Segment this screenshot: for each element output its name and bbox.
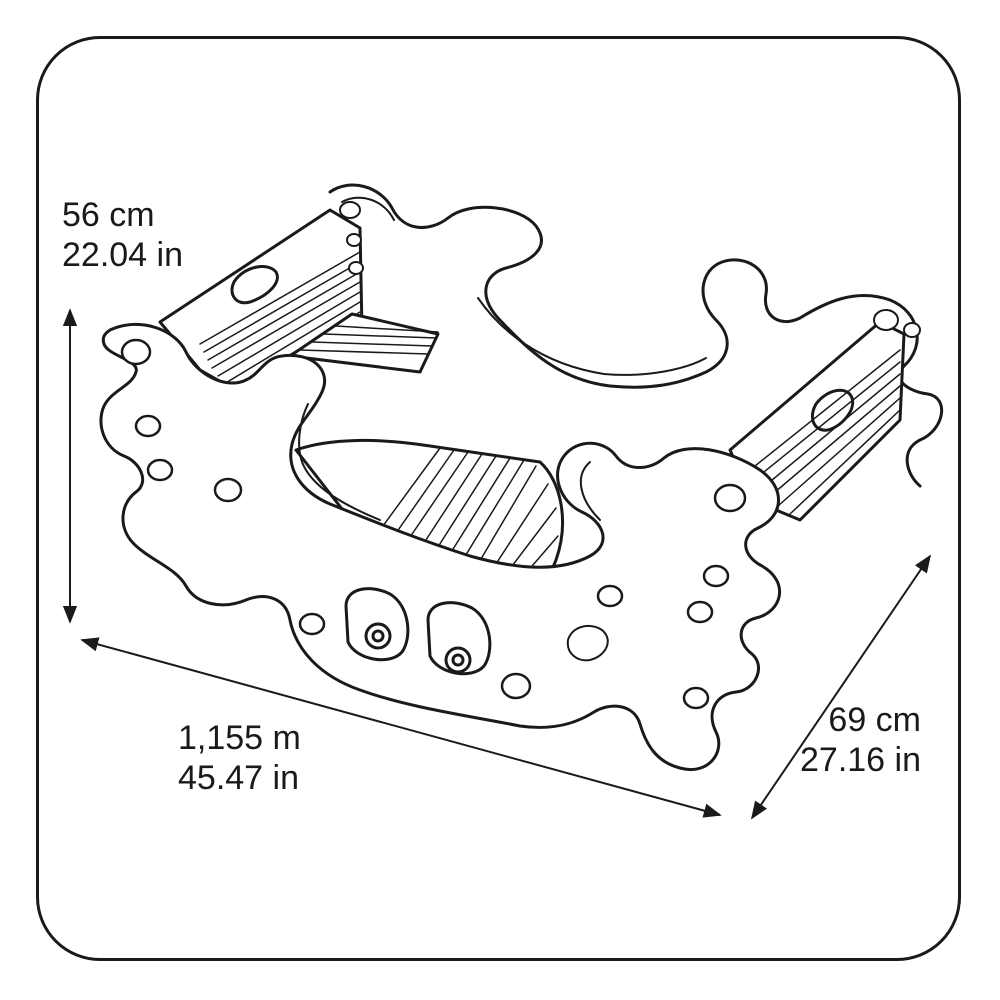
back-panel-edge: [341, 196, 707, 376]
footrest-left: [344, 587, 410, 662]
length-dimension-label: 1,155 m 45.47 in: [178, 718, 301, 798]
left-seat-handle: [230, 265, 279, 305]
depth-imperial: 27.16 in: [800, 741, 921, 779]
footrest-right: [426, 601, 492, 676]
height-dimension-label: 56 cm 22.04 in: [62, 195, 183, 275]
right-seat-handle: [811, 388, 855, 432]
right-seat-slats: [749, 349, 901, 515]
back-panel-holes: [339, 201, 921, 338]
height-metric: 56 cm: [62, 196, 155, 234]
depth-metric: 69 cm: [828, 701, 921, 739]
length-imperial: 45.47 in: [178, 759, 299, 797]
depth-dimension-line: [750, 554, 932, 820]
depth-dimension-label: 69 cm 27.16 in: [800, 700, 921, 780]
center-bench-slats: [379, 447, 559, 581]
height-imperial: 22.04 in: [62, 236, 183, 274]
front-side-panel: [99, 322, 781, 771]
length-metric: 1,155 m: [178, 719, 301, 757]
front-panel-notch: [566, 624, 609, 662]
length-dimension-line: [80, 637, 722, 818]
left-bench-slats: [299, 325, 439, 355]
front-panel-holes: [120, 338, 747, 710]
front-panel-edge: [298, 403, 601, 521]
